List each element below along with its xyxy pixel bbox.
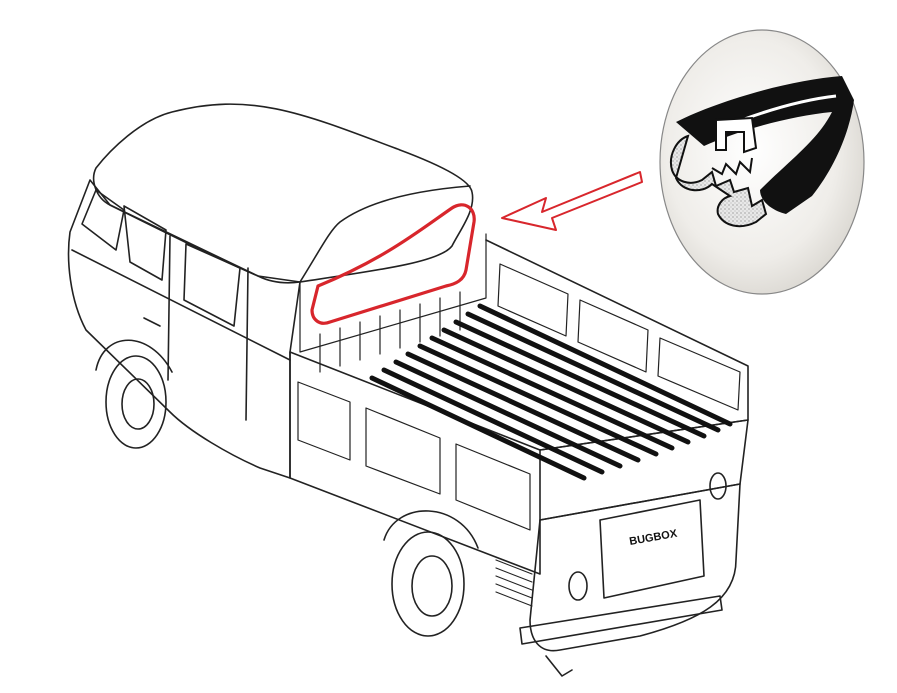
cab-body <box>67 179 301 479</box>
seal-detail-callout <box>659 29 865 295</box>
rear-door-window <box>183 243 241 327</box>
roof-rear-edge <box>299 185 471 283</box>
tail-light-right <box>709 472 727 500</box>
front-wheel <box>105 355 167 449</box>
front-door-window <box>123 205 167 281</box>
tow-hitch <box>545 655 573 677</box>
front-wheel-arch <box>95 339 173 373</box>
rear-window-seal-highlight <box>310 203 476 325</box>
front-hubcap <box>121 378 155 430</box>
rear-hubcap <box>411 555 453 617</box>
rear-wheel-arch <box>383 510 479 549</box>
rear-bumper <box>519 595 723 645</box>
rear-wheel <box>391 531 465 637</box>
cab-beltline <box>71 249 291 361</box>
truck <box>67 103 749 677</box>
bed-floor-slats <box>369 303 733 481</box>
tail-light-left <box>568 571 588 601</box>
door-handle <box>143 317 161 327</box>
cab-roof <box>92 103 474 284</box>
license-plate <box>599 499 705 599</box>
arrow-left-icon <box>501 171 643 231</box>
front-door-line <box>167 235 171 381</box>
bed-side-panels <box>297 263 741 531</box>
rear-door-line <box>245 267 249 421</box>
headboard <box>299 233 487 373</box>
rubber-seal-profile-icon <box>670 76 854 228</box>
license-plate-text: BUGBOX <box>628 528 678 548</box>
rear-body <box>529 483 741 652</box>
engine-vents <box>495 559 533 607</box>
windshield-frame <box>81 189 125 251</box>
